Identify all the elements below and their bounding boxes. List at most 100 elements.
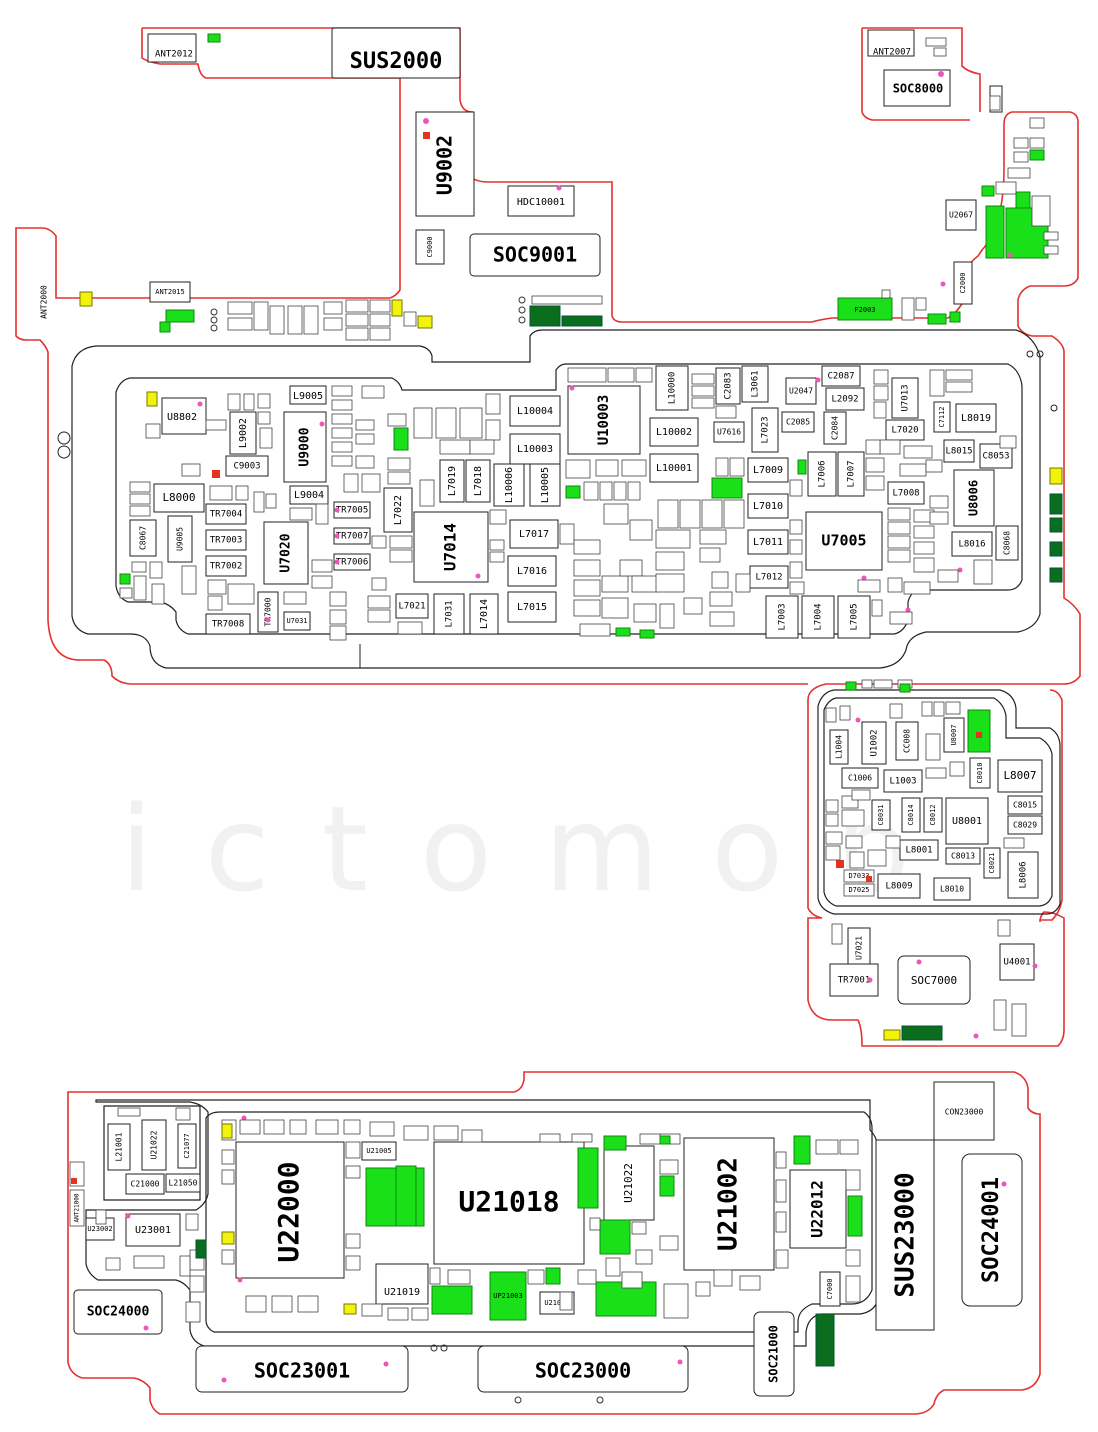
u7005-pad: [805, 511, 883, 571]
green-chip: [165, 309, 195, 323]
red-marker: [423, 132, 430, 139]
soc24000-pad: [73, 1289, 163, 1335]
l10003-label: L10003: [517, 444, 553, 455]
watermark-text: ictomob: [120, 780, 962, 918]
hole: [1026, 350, 1034, 358]
c21000-pad: [125, 1173, 165, 1195]
l7015-pad: [507, 591, 557, 623]
u9000-label: U9000: [298, 427, 313, 466]
main-board: U8802 L9005 L9002 U9000 C9003 L8000 L900…: [57, 329, 1063, 669]
u21005-label: U21005: [366, 1147, 391, 1155]
l7023-label: L7023: [761, 416, 771, 443]
c21077-pad: [177, 1123, 197, 1169]
u10003-label: U10003: [596, 395, 612, 446]
l1004-label: L1004: [835, 735, 844, 759]
l7011-label: L7011: [753, 537, 783, 548]
c7000-label: C7000: [826, 1278, 834, 1299]
u21018-pad: [433, 1141, 585, 1265]
soc23001-pad: [195, 1345, 409, 1393]
u7020-pad: [263, 521, 309, 585]
pin-marker: [334, 559, 340, 565]
pin-marker: [197, 401, 203, 407]
f2003-label: F2003: [854, 306, 875, 314]
u2067-pad: [945, 199, 977, 231]
l7003-pad: [765, 595, 799, 639]
u9005-pad: [167, 515, 193, 563]
yellow-chip: [883, 1029, 901, 1041]
tr7003-label: TR7003: [210, 536, 243, 546]
c9003-label: C9003: [233, 462, 260, 472]
u21022b-label: U21022: [622, 1163, 635, 1203]
u7021-label: U7021: [855, 936, 864, 960]
pin-marker: [973, 1033, 979, 1039]
sus23000-label: SUS23000: [891, 1172, 921, 1297]
l21001-pad: [107, 1123, 131, 1171]
u4001-pad: [999, 943, 1035, 981]
l7031-pad: [433, 593, 465, 635]
green-chip: [159, 321, 171, 333]
c2085-label: C2085: [786, 418, 810, 427]
main-board-outline: [71, 329, 1041, 669]
right-small-parts: [825, 679, 1025, 869]
c8029-pad: [1007, 815, 1043, 835]
l2092-pad: [825, 387, 865, 411]
l8016-pad: [951, 531, 993, 557]
green-block: [967, 709, 991, 753]
tr7002-label: TR7002: [210, 562, 243, 572]
green-block: [395, 1165, 417, 1227]
main-board-inner: [115, 363, 1023, 635]
l21001-label: L21001: [115, 1132, 124, 1161]
c7112-pad: [933, 401, 951, 433]
pin-marker: [334, 507, 340, 513]
chip: [997, 919, 1011, 937]
l7019-pad: [439, 459, 465, 503]
l1003-label: L1003: [889, 777, 916, 787]
pin-marker: [569, 385, 575, 391]
hole: [596, 1396, 604, 1404]
pin-marker: [143, 1325, 149, 1331]
soc7000-label: SOC7000: [911, 974, 957, 987]
pin-marker: [237, 1277, 243, 1283]
l10006-pad: [493, 463, 525, 507]
chip: [993, 999, 1007, 1031]
l8016-label: L8016: [958, 540, 985, 550]
up21003-pad: [489, 1271, 527, 1321]
u21005-pad: [361, 1141, 397, 1161]
l8006-label: L8006: [1019, 861, 1029, 888]
dark-chip: [1049, 517, 1063, 533]
pin-marker: [855, 717, 861, 723]
l7012-label: L7012: [755, 573, 782, 583]
c8014-pad: [901, 797, 921, 833]
bottom-board-inner: [205, 1111, 873, 1333]
l7019-label: L7019: [447, 466, 458, 496]
l7017-label: L7017: [519, 529, 549, 540]
pin-marker: [334, 533, 340, 539]
c2000-pad: [953, 261, 973, 305]
red-marker: [836, 860, 844, 868]
l7015-label: L7015: [517, 602, 547, 613]
c9000-label: C9000: [426, 236, 434, 257]
yellow-chip: [79, 291, 93, 307]
pin-marker: [815, 377, 821, 383]
c2084-pad: [823, 411, 847, 445]
right-board-inner: [823, 697, 1053, 907]
d7025-label: D7025: [848, 886, 869, 894]
ant2012-label: ANT2012: [155, 50, 193, 60]
c8012-pad: [923, 797, 943, 833]
tr7003-pad: [205, 529, 247, 551]
hdc10001-label: HDC10001: [517, 197, 565, 208]
c8014-label: C8014: [907, 804, 915, 825]
l8001-pad: [899, 839, 939, 861]
hdc10001-pad: [507, 185, 575, 217]
u21018-label: U21018: [458, 1185, 559, 1218]
hole: [440, 1344, 448, 1352]
u2067-label: U2067: [949, 211, 973, 220]
l7020-pad: [885, 419, 925, 441]
soc24001-pad: [961, 1153, 1023, 1307]
u8007-label: U8007: [950, 724, 958, 745]
top-right-cluster: U2067 C2000 F2003: [837, 37, 1059, 325]
pin-marker: [861, 575, 867, 581]
l8010-pad: [933, 877, 971, 901]
l7004-label: L7004: [814, 603, 824, 630]
dark-chip: [815, 1313, 835, 1367]
